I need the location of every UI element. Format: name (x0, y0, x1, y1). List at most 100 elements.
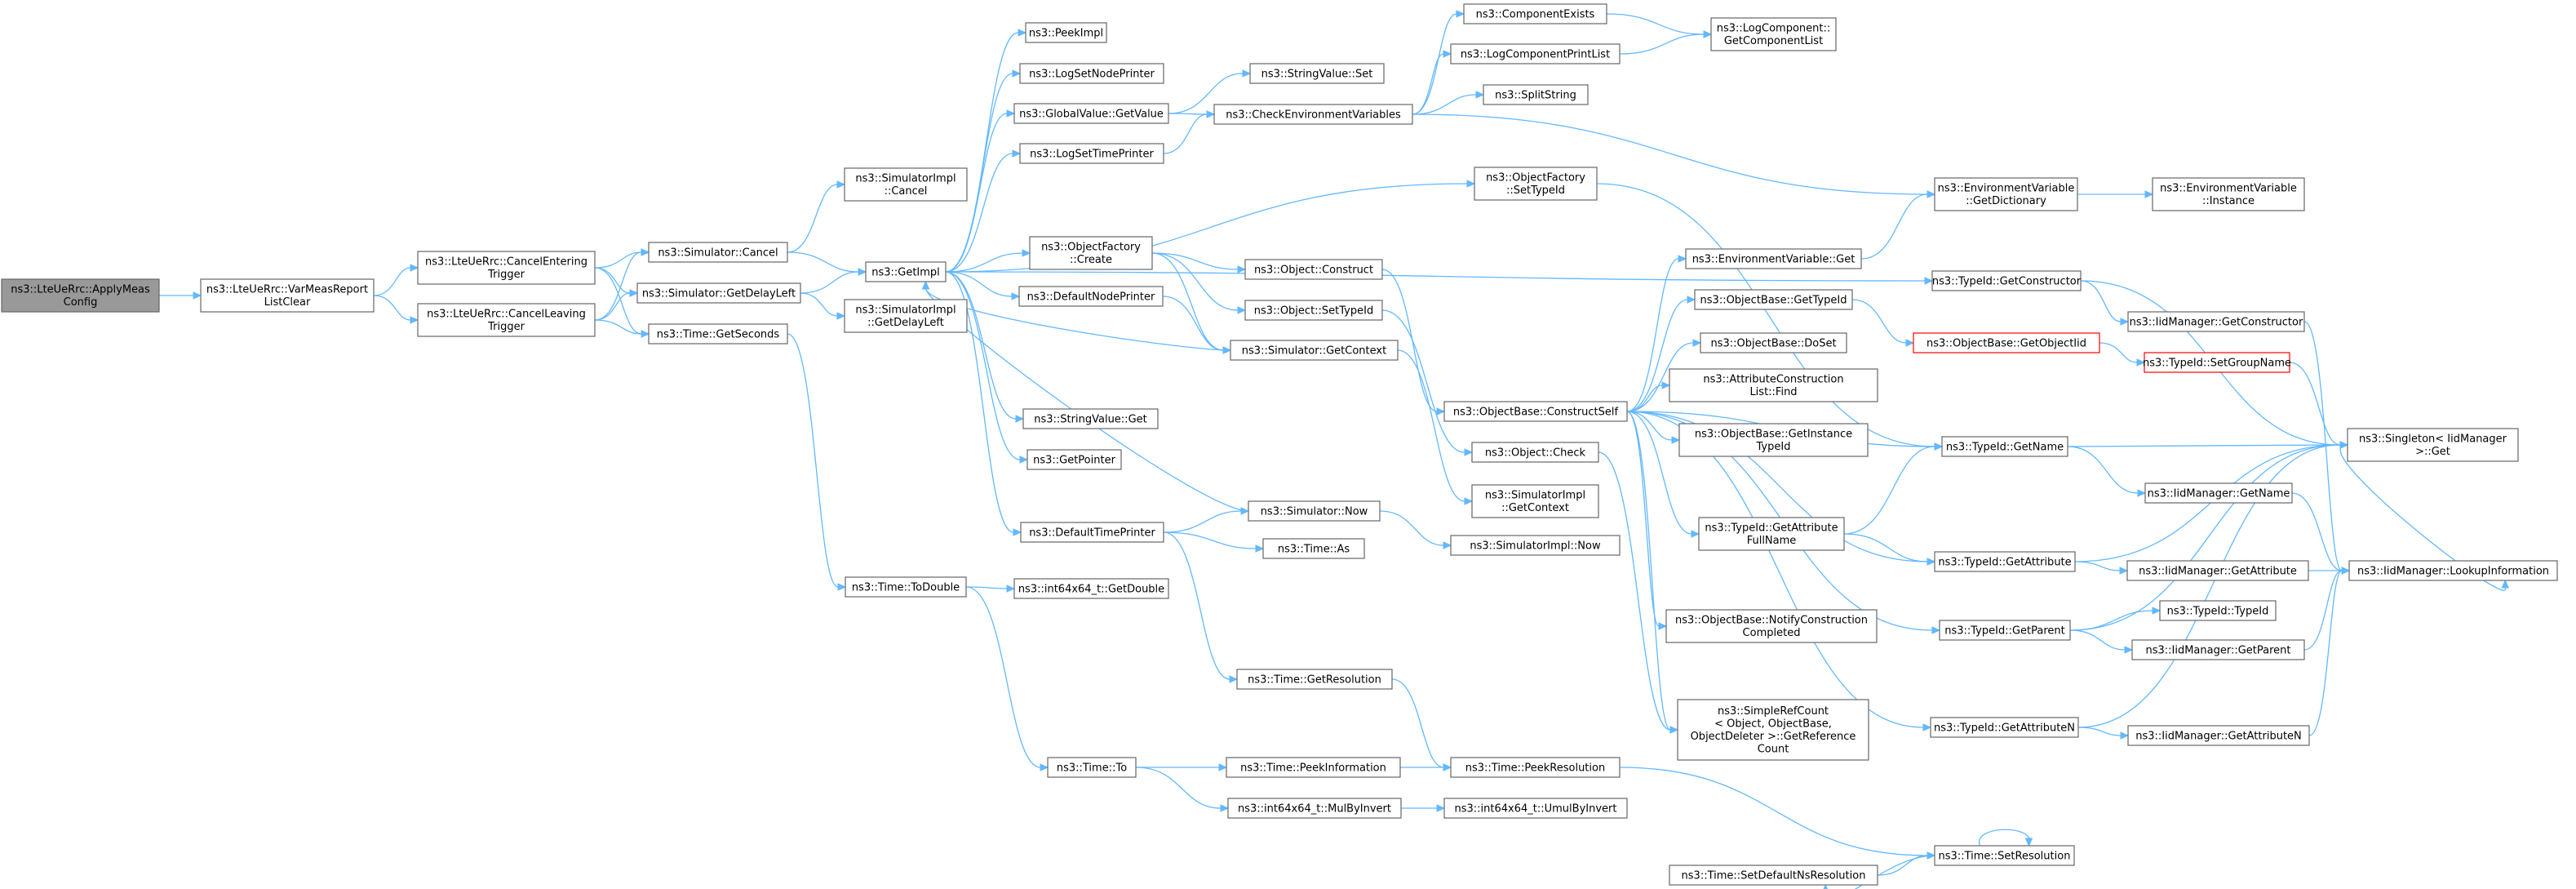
node-ns3-int64x64-t-umulbyinvert[interactable]: ns3::int64x64_t::UmulByInvert (1443, 798, 1628, 819)
node-ns3-time-as[interactable]: ns3::Time::As (1262, 538, 1365, 559)
node-ns3-typeid-getattributen[interactable]: ns3::TypeId::GetAttributeN (1930, 717, 2079, 738)
node-ns3-objectbase-getobjectiid[interactable]: ns3::ObjectBase::GetObjectIid (1913, 332, 2100, 353)
node-ns3-environmentvariable-instance[interactable]: ns3::EnvironmentVariable::Instance (2152, 177, 2305, 211)
node-ns3-iidmanager-getattributen[interactable]: ns3::IidManager::GetAttributeN (2127, 725, 2310, 746)
node-ns3-simulatorimpl-cancel[interactable]: ns3::SimulatorImpl::Cancel (844, 167, 968, 202)
arrowhead (410, 264, 419, 272)
edge-n68-to-n69 (2339, 444, 2510, 591)
node-ns3-iidmanager-getconstructor[interactable]: ns3::IidManager::GetConstructor (2127, 311, 2305, 332)
node-ns3-time-setdefaultnsresolution[interactable]: ns3::Time::SetDefaultNsResolution (1669, 865, 1878, 886)
node-ns3-logsetnodeprinter[interactable]: ns3::LogSetNodePrinter (1019, 63, 1164, 84)
edge-n26-to-n38 (1397, 349, 1474, 505)
node-ns3-typeid-getattribute[interactable]: ns3::TypeId::GetAttribute (1934, 551, 2076, 572)
node-ns3-typeid-typeid[interactable]: ns3::TypeId::TypeId (2159, 600, 2277, 621)
arrowhead (1013, 528, 1022, 536)
node-ns3-time-getresolution[interactable]: ns3::Time::GetResolution (1236, 669, 1393, 690)
node-ns3-simulatorimpl-getcontext[interactable]: ns3::SimulatorImpl::GetContext (1471, 484, 1599, 518)
edge-path (945, 252, 1023, 273)
node-ns3-time-getseconds[interactable]: ns3::Time::GetSeconds (648, 323, 788, 344)
node-ns3-time-setresolution[interactable]: ns3::Time::SetResolution (1934, 845, 2075, 866)
node-ns3-int64x64-t-mulbyinvert[interactable]: ns3::int64x64_t::MulByInvert (1227, 798, 1402, 819)
node-ns3-simplerefcount-object-objectbase-objectdeleter-getreference-count[interactable]: ns3::SimpleRefCount< Object, ObjectBase,… (1677, 699, 1869, 761)
node-ns3-simulator-getdelayleft[interactable]: ns3::Simulator::GetDelayLeft (636, 282, 801, 304)
node-label: ns3::IidManager::GetAttributeN (2135, 730, 2302, 742)
node-ns3-logcomponent-getcomponentlist[interactable]: ns3::LogComponent::GetComponentList (1710, 17, 1837, 51)
node-ns3-logsettimeprinter[interactable]: ns3::LogSetTimePrinter (1019, 143, 1164, 164)
node-ns3-time-peekresolution[interactable]: ns3::Time::PeekResolution (1450, 757, 1621, 778)
node-ns3-int64x64-t-getdouble[interactable]: ns3::int64x64_t::GetDouble (1013, 578, 1169, 599)
node-ns3-iidmanager-getattribute[interactable]: ns3::IidManager::GetAttribute (2126, 560, 2309, 581)
arrowhead (1015, 415, 1025, 423)
node-ns3-defaultnodeprinter[interactable]: ns3::DefaultNodePrinter (1018, 286, 1164, 307)
arrowhead (1229, 675, 1239, 683)
node-ns3-peekimpl[interactable]: ns3::PeekImpl (1025, 22, 1107, 43)
node-ns3-environmentvariable-get[interactable]: ns3::EnvironmentVariable::Get (1685, 248, 1862, 269)
node-ns3-typeid-getconstructor[interactable]: ns3::TypeId::GetConstructor (1931, 270, 2082, 291)
node-ns3-object-construct[interactable]: ns3::Object::Construct (1244, 259, 1383, 280)
node-ns3-iidmanager-lookupinformation[interactable]: ns3::IidManager::LookupInformation (2348, 560, 2558, 581)
node-ns3-stringvalue-get[interactable]: ns3::StringValue::Get (1022, 408, 1159, 429)
node-label: ns3::Object::Construct (1254, 264, 1373, 276)
node-label: ns3::Simulator::Now (1261, 505, 1368, 518)
edge-path (1151, 252, 1224, 351)
arrowhead (837, 583, 847, 591)
arrowhead (1678, 255, 1687, 263)
node-ns3-getimpl[interactable]: ns3::GetImpl (865, 261, 947, 282)
arrowhead (1464, 448, 1474, 456)
node-ns3-environmentvariable-getdictionary[interactable]: ns3::EnvironmentVariable::GetDictionary (1934, 177, 2078, 211)
node-ns3-checkenvironmentvariables[interactable]: ns3::CheckEnvironmentVariables (1213, 104, 1413, 125)
edge-path (2291, 492, 2343, 571)
node-ns3-objectbase-notifyconstruction-completed[interactable]: ns3::ObjectBase::NotifyConstructionCompl… (1665, 609, 1878, 643)
edge-n36-to-n58 (1626, 411, 1932, 731)
node-ns3-singleton-iidmanager-get[interactable]: ns3::Singleton< IidManager>::Get (2347, 428, 2519, 462)
node-ns3-objectbase-doset[interactable]: ns3::ObjectBase::DoSet (1700, 332, 1847, 353)
node-ns3-iidmanager-getparent[interactable]: ns3::IidManager::GetParent (2131, 639, 2305, 660)
node-label: ns3::Object::SetTypeId (1254, 304, 1373, 317)
node-ns3-logcomponentprintlist[interactable]: ns3::LogComponentPrintList (1450, 43, 1621, 64)
node-ns3-simulator-cancel[interactable]: ns3::Simulator::Cancel (648, 242, 788, 263)
node-ns3-stringvalue-set[interactable]: ns3::StringValue::Set (1249, 63, 1385, 84)
edge-path (2289, 362, 2341, 446)
node-ns3-splitstring[interactable]: ns3::SplitString (1483, 84, 1589, 105)
node-box (1013, 578, 1169, 599)
node-ns3-time-todouble[interactable]: ns3::Time::ToDouble (845, 576, 967, 598)
node-ns3-getpointer[interactable]: ns3::GetPointer (1026, 449, 1122, 470)
node-label: ns3::IidManager::GetConstructor (2130, 316, 2303, 328)
node-box (1930, 717, 2079, 738)
node-label: ns3::ObjectBase::GetTypeId (1700, 294, 1847, 306)
node-box (845, 576, 967, 598)
node-ns3-object-check[interactable]: ns3::Object::Check (1471, 442, 1599, 463)
node-ns3-time-peekinformation[interactable]: ns3::Time::PeekInformation (1226, 757, 1401, 778)
node-ns3-iidmanager-getname[interactable]: ns3::IidManager::GetName (2144, 482, 2293, 504)
node-ns3-componentexists[interactable]: ns3::ComponentExists (1463, 3, 1607, 24)
node-ns3-simulator-now[interactable]: ns3::Simulator::Now (1248, 500, 1381, 522)
node-box (1913, 332, 2100, 353)
node-ns3-objectfactory-create[interactable]: ns3::ObjectFactory::Create (1029, 236, 1153, 270)
node-ns3-simulatorimpl-getdelayleft[interactable]: ns3::SimulatorImpl::GetDelayLeft (844, 299, 968, 333)
arrowhead (1669, 726, 1679, 734)
node-ns3-object-settypeid[interactable]: ns3::Object::SetTypeId (1244, 300, 1383, 321)
node-ns3-defaulttimeprinter[interactable]: ns3::DefaultTimePrinter (1020, 522, 1164, 543)
node-ns3-objectbase-gettypeid[interactable]: ns3::ObjectBase::GetTypeId (1694, 289, 1853, 310)
node-ns3-typeid-setgroupname[interactable]: ns3::TypeId::SetGroupName (2143, 352, 2291, 373)
node-ns3-typeid-getparent[interactable]: ns3::TypeId::GetParent (1939, 620, 2071, 641)
edge-n36-to-n48 (1626, 411, 1700, 538)
node-ns3-time-to[interactable]: ns3::Time::To (1047, 757, 1137, 778)
node-ns3-typeid-getname[interactable]: ns3::TypeId::GetName (1941, 436, 2068, 457)
node-ns3-objectfactory-settypeid[interactable]: ns3::ObjectFactory::SetTypeId (1474, 167, 1598, 201)
node-ns3-simulator-getcontext[interactable]: ns3::Simulator::GetContext (1230, 340, 1399, 361)
edge-path (373, 295, 411, 321)
node-ns3-simulatorimpl-now[interactable]: ns3::SimulatorImpl::Now (1450, 535, 1621, 556)
edge-path (787, 333, 839, 588)
node-ns3-objectbase-constructself[interactable]: ns3::ObjectBase::ConstructSelf (1443, 401, 1628, 422)
node-box (2152, 177, 2305, 211)
node-ns3-globalvalue-getvalue[interactable]: ns3::GlobalValue::GetValue (1013, 103, 1169, 124)
node-label: ns3::IidManager::GetAttribute (2139, 565, 2297, 577)
